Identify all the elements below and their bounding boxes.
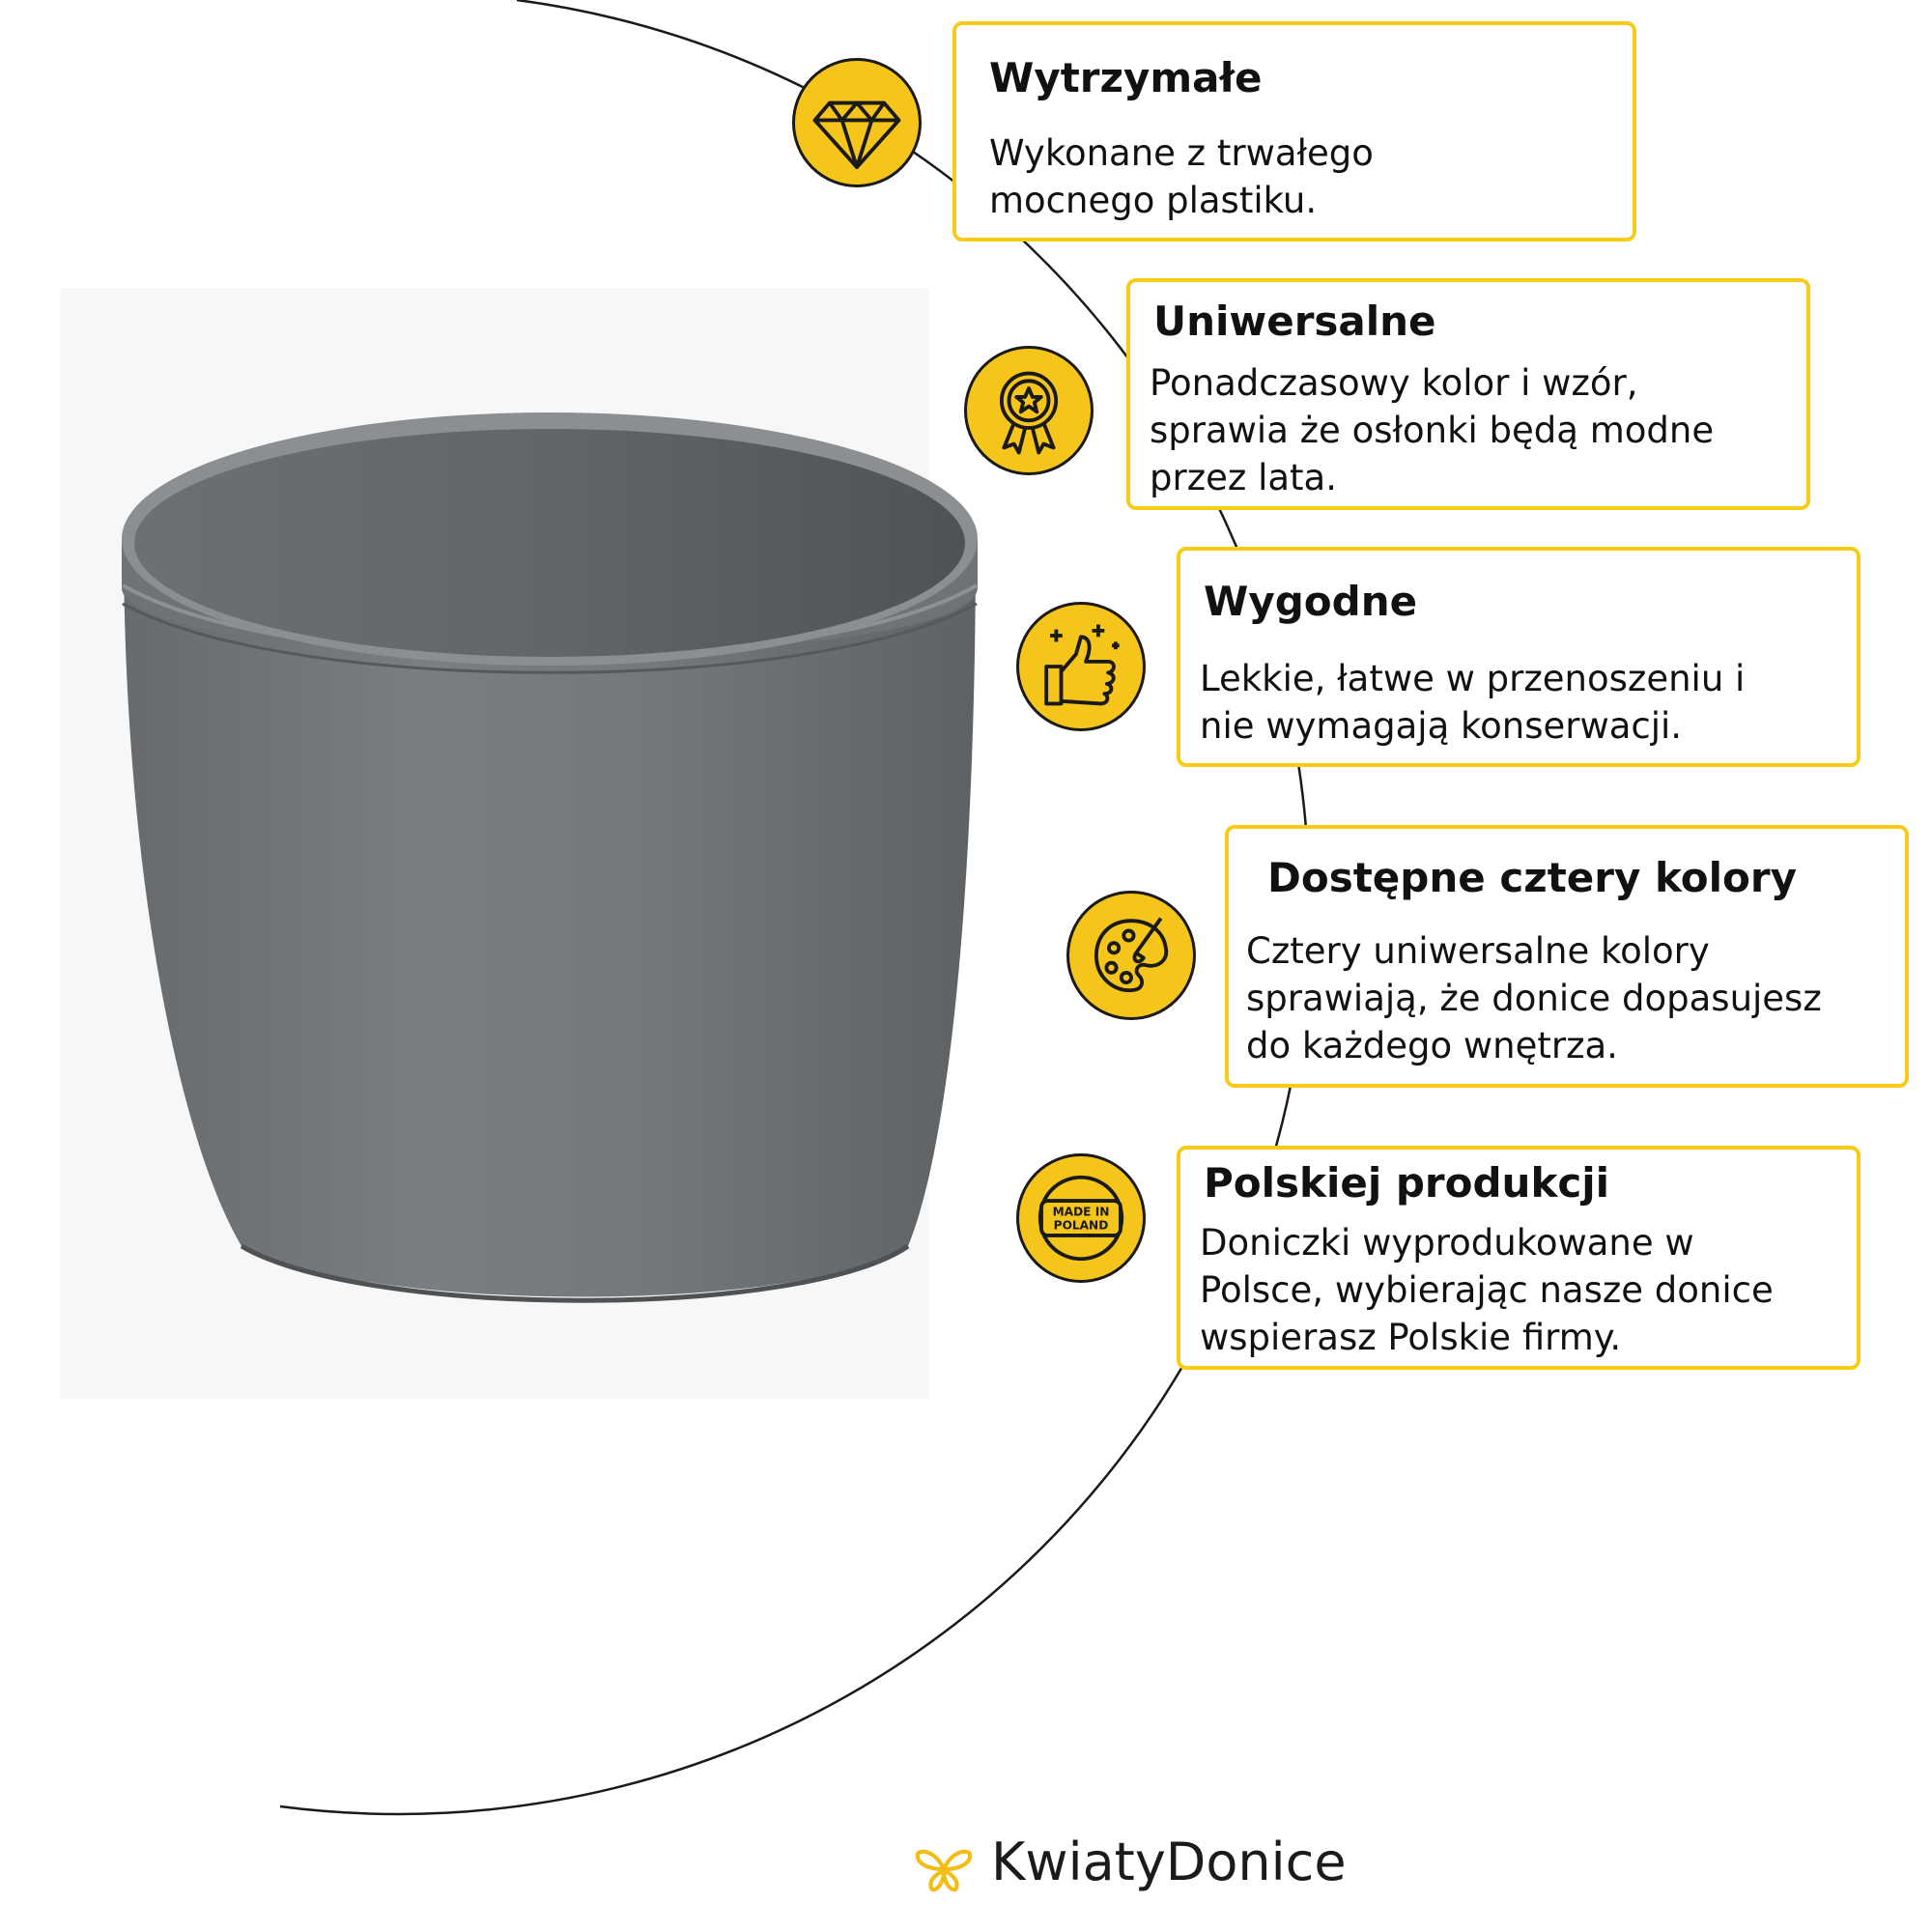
feature-title: Wytrzymałe <box>989 54 1263 101</box>
feature-description-line: Wykonane z trwałego <box>989 132 1374 174</box>
stamp-text-line: MADE IN <box>1053 1205 1110 1218</box>
feature-description-line: do każdego wnętrza. <box>1246 1025 1618 1066</box>
feature-card-universal: Uniwersalne Ponadczasowy kolor i wzór, s… <box>1126 278 1810 510</box>
feature-description-line: sprawiają, że donice dopasujesz <box>1246 978 1822 1019</box>
feature-description-line: sprawia że osłonki będą modne <box>1150 410 1715 451</box>
made-in-poland-stamp-icon: MADE IN POLAND <box>1016 1153 1146 1283</box>
feature-description-line: Lekkie, łatwe w przenoszeniu i <box>1200 658 1746 699</box>
feature-description-line: przez lata. <box>1150 457 1337 498</box>
paint-palette-icon <box>1066 891 1196 1020</box>
feature-card-durable: Wytrzymałe Wykonane z trwałego mocnego p… <box>952 21 1636 242</box>
thumbs-up-sparkle-icon <box>1016 602 1146 731</box>
feature-title: Uniwersalne <box>1153 298 1436 345</box>
feature-description-line: nie wymagają konserwacji. <box>1200 705 1683 747</box>
feature-description-line: Polsce, wybierając nasze donice <box>1200 1269 1774 1311</box>
feature-title: Wygodne <box>1204 578 1418 625</box>
brand-name: KwiatyDonice <box>991 1832 1347 1892</box>
feature-description-line: Cztery uniwersalne kolory <box>1246 930 1710 972</box>
feature-description-line: wspierasz Polskie firmy. <box>1200 1317 1622 1358</box>
feature-description-line: Ponadczasowy kolor i wzór, <box>1150 362 1638 404</box>
feature-card-convenient: Wygodne Lekkie, łatwe w przenoszeniu i n… <box>1177 547 1861 767</box>
feature-card-four-colors: Dostępne cztery kolory Cztery uniwersaln… <box>1225 825 1909 1088</box>
butterfly-logo-icon <box>915 1849 973 1892</box>
feature-card-polish-made: Polskiej produkcji Doniczki wyprodukowan… <box>1177 1146 1861 1370</box>
diamond-icon <box>792 58 922 187</box>
feature-description-line: Doniczki wyprodukowane w <box>1200 1222 1694 1264</box>
stamp-text-line: POLAND <box>1054 1219 1109 1233</box>
feature-title: Polskiej produkcji <box>1204 1159 1610 1207</box>
award-ribbon-icon <box>964 346 1094 475</box>
feature-title: Dostępne cztery kolory <box>1267 854 1797 901</box>
feature-description-line: mocnego plastiku. <box>989 180 1318 221</box>
